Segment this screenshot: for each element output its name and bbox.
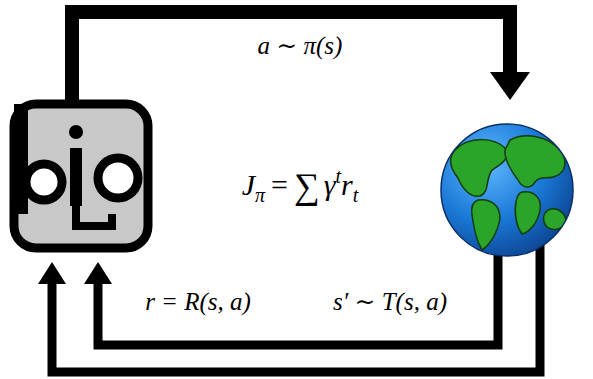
formula-part: π (255, 182, 265, 208)
objective-formula: Jπ=∑γtrt (242, 163, 359, 210)
formula-part: ∑ (294, 163, 320, 210)
action-label: a ∼ π(s) (255, 31, 346, 61)
action-arrow (72, 12, 530, 108)
formula-part: t (335, 163, 341, 189)
world-globe (441, 124, 573, 256)
formula-part: J (242, 165, 255, 204)
agent-face (14, 104, 148, 248)
transition-label: s′ ∼ T(s, a) (330, 287, 450, 317)
formula-part: r (341, 165, 353, 204)
formula-part: γ (324, 165, 336, 204)
feedback-arrows (38, 235, 540, 372)
formula-part: t (353, 182, 359, 208)
formula-part: = (271, 165, 288, 204)
reward-label: r = R(s, a) (142, 287, 254, 317)
